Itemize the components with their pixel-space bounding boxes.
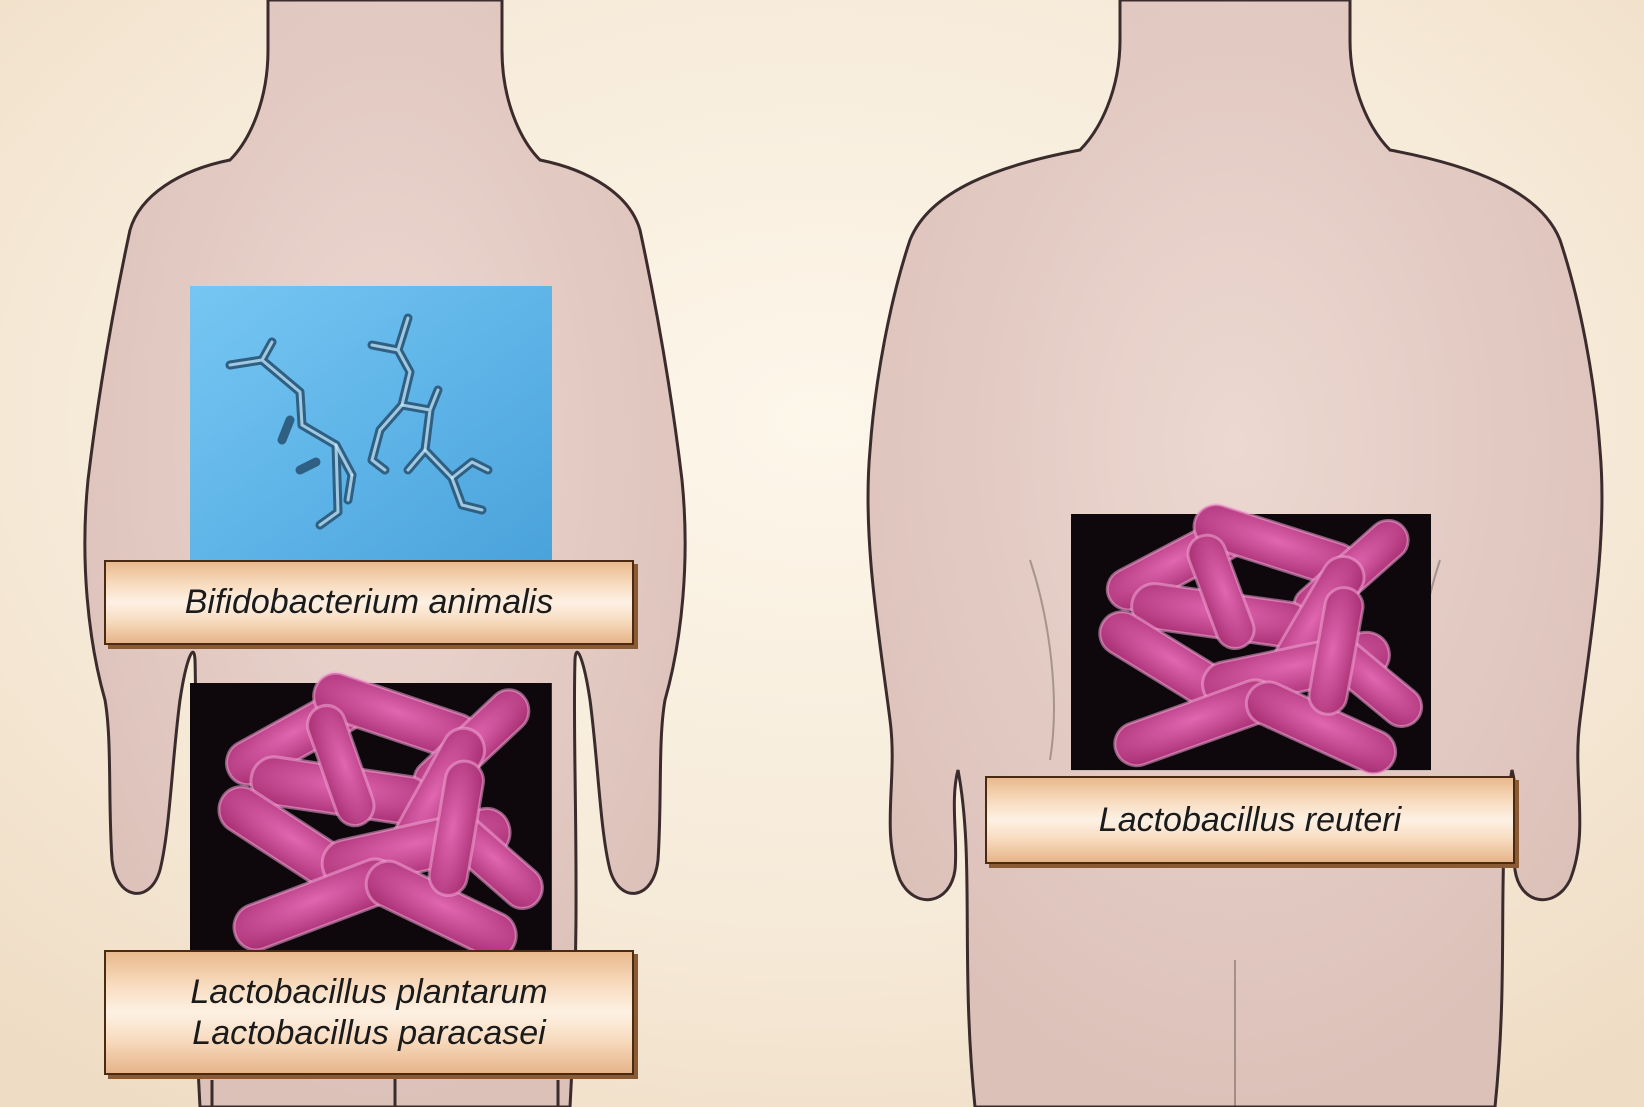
- label-bifidobacterium-animalis: Bifidobacterium animalis: [104, 560, 634, 645]
- label-text-line-1: Lactobacillus plantarum: [190, 972, 547, 1012]
- label-lactobacillus-plantarum-paracasei: Lactobacillus plantarum Lactobacillus pa…: [104, 950, 634, 1075]
- label-lactobacillus-reuteri: Lactobacillus reuteri: [985, 776, 1515, 864]
- label-text: Bifidobacterium animalis: [185, 582, 554, 622]
- label-text-line-2: Lactobacillus paracasei: [192, 1013, 545, 1053]
- label-text: Lactobacillus reuteri: [1099, 800, 1401, 840]
